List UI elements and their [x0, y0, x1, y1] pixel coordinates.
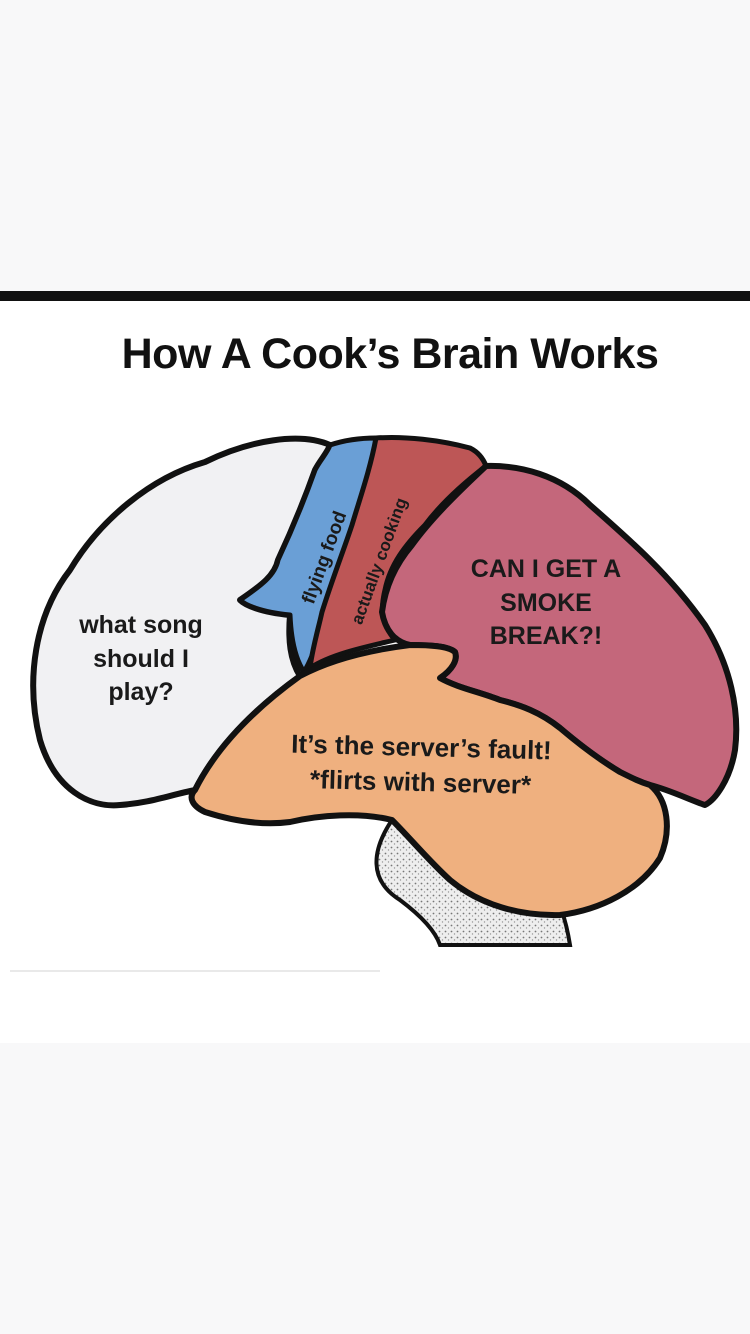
parietal-label-line: SMOKE — [500, 588, 592, 617]
parietal-label-line: CAN I GET A — [470, 555, 622, 583]
top-divider — [0, 291, 750, 301]
parietal-label-line: BREAK?! — [489, 622, 603, 650]
divider-line — [10, 970, 380, 972]
frontal-label: what song should I play? — [48, 609, 234, 710]
temporal-label: It’s the server’s fault! *flirts with se… — [235, 725, 607, 804]
frontal-label-line: what song — [79, 611, 203, 639]
frontal-label-line: play? — [108, 678, 174, 706]
parietal-label: CAN I GET A SMOKE BREAK?! — [436, 553, 656, 654]
meme-title: How A Cook’s Brain Works — [121, 330, 659, 378]
temporal-region — [188, 642, 670, 919]
frontal-label-line: should I — [93, 644, 189, 673]
